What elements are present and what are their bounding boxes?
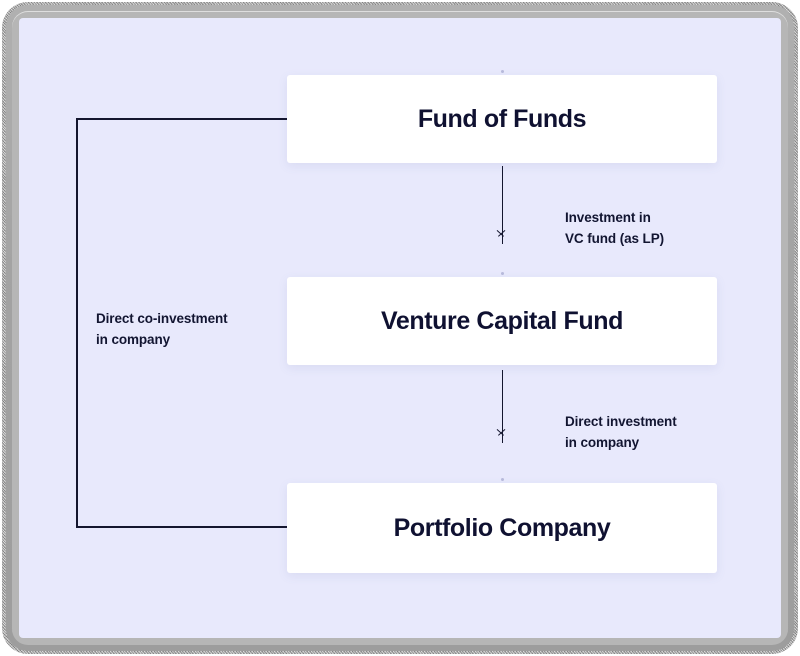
connector-coinvestment-top-segment [76, 118, 289, 120]
arrow-head-down-icon-fof-to-vc [496, 236, 509, 249]
node-fund-of-funds[interactable]: Fund of Funds [287, 75, 717, 163]
diagram-canvas: Fund of Funds Venture Capital Fund Portf… [19, 18, 781, 638]
edge-label-line1: Direct investment [565, 414, 677, 429]
connector-coinvestment-bottom-segment [76, 526, 289, 528]
edge-label-line1: Investment in [565, 210, 651, 225]
edge-label-direct-investment-in-company: Direct investment in company [565, 411, 677, 453]
connector-anchor-dot-fund-of-funds [501, 70, 504, 73]
node-venture-capital-fund[interactable]: Venture Capital Fund [287, 277, 717, 365]
edge-label-line2: in company [565, 435, 640, 450]
node-portfolio-company[interactable]: Portfolio Company [287, 483, 717, 573]
edge-label-line2: in company [96, 332, 171, 347]
node-label-fund-of-funds: Fund of Funds [417, 104, 587, 133]
node-label-venture-capital-fund: Venture Capital Fund [380, 306, 624, 335]
connector-anchor-dot-portfolio-company [501, 478, 504, 481]
edge-label-line1: Direct co-investment [96, 311, 228, 326]
arrow-line-vc-to-pc [502, 370, 503, 443]
edge-label-line2: VC fund (as LP) [565, 231, 664, 246]
arrow-head-down-icon-vc-to-pc [496, 435, 509, 448]
edge-label-direct-coinvestment-in-company: Direct co-investment in company [96, 308, 228, 350]
arrow-line-fof-to-vc [502, 166, 503, 244]
connector-anchor-dot-venture-capital-fund [501, 272, 504, 275]
connector-coinvestment-left-segment [76, 118, 78, 528]
node-label-portfolio-company: Portfolio Company [393, 513, 611, 542]
edge-label-investment-in-vc-fund: Investment in VC fund (as LP) [565, 207, 664, 249]
